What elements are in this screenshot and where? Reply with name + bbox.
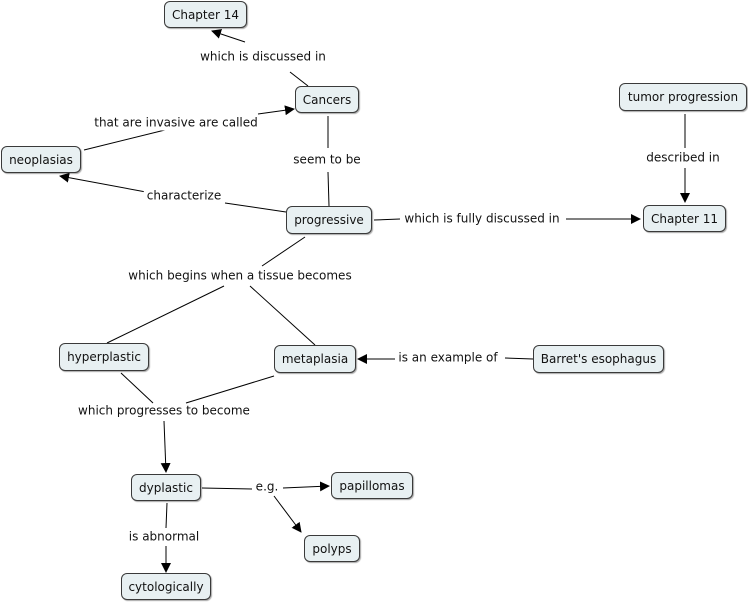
edge-seem-progressive xyxy=(327,171,330,207)
link-which-progresses-to-become: which progresses to become xyxy=(75,403,253,419)
concept-chapter-14[interactable]: Chapter 14 xyxy=(164,1,247,28)
link-that-are-invasive-are-called: that are invasive are called xyxy=(91,115,261,131)
edge-metaplasia-progresses xyxy=(185,375,275,404)
edge-to-papillomas xyxy=(282,481,330,492)
link-which-begins-when-a-tissue-becomes: which begins when a tissue becomes xyxy=(125,268,355,284)
edge-to-chapter14 xyxy=(211,29,246,43)
link-eg: e.g. xyxy=(252,479,282,495)
edge-to-cancers xyxy=(257,105,295,116)
edge-begins-hyperplastic xyxy=(106,285,225,344)
concept-tumor-progression[interactable]: tumor progression xyxy=(619,83,747,111)
concept-dyplastic[interactable]: dyplastic xyxy=(131,474,201,501)
concept-papillomas[interactable]: papillomas xyxy=(331,472,413,499)
edge-hyperplastic-progresses xyxy=(120,372,154,404)
concept-neoplasias[interactable]: neoplasias xyxy=(1,146,81,173)
edge-progressive-fully xyxy=(373,218,401,221)
edge-to-dyplastic xyxy=(160,420,171,473)
edge-to-polyps xyxy=(273,495,302,533)
link-which-is-fully-discussed-in: which is fully discussed in xyxy=(401,211,563,227)
link-seem-to-be: seem to be xyxy=(290,152,364,168)
edge-progressive-begins xyxy=(261,236,306,267)
link-which-is-discussed-in: which is discussed in xyxy=(197,49,329,65)
edge-dyplastic-abnormal xyxy=(165,502,168,529)
edge-dyplastic-eg xyxy=(201,487,253,490)
edge-barrets-link xyxy=(504,357,534,360)
edge-to-neoplasias xyxy=(59,172,147,193)
concept-hyperplastic[interactable]: hyperplastic xyxy=(59,343,149,371)
link-is-abnormal: is abnormal xyxy=(125,529,203,545)
concept-cancers[interactable]: Cancers xyxy=(295,86,359,113)
edge-neoplasias-link xyxy=(83,129,166,151)
edge-begins-metaplasia xyxy=(249,285,316,346)
link-is-an-example-of: is an example of xyxy=(395,350,501,366)
concept-barrets-esophagus[interactable]: Barret's esophagus xyxy=(533,345,664,373)
concept-chapter-11[interactable]: Chapter 11 xyxy=(643,205,726,232)
link-characterize: characterize xyxy=(143,188,225,204)
concept-progressive[interactable]: progressive xyxy=(286,206,372,234)
concept-cytologically[interactable]: cytologically xyxy=(121,573,211,600)
link-described-in: described in xyxy=(643,150,723,166)
concept-polyps[interactable]: polyps xyxy=(304,535,360,562)
concept-metaplasia[interactable]: metaplasia xyxy=(274,345,356,373)
edge-cancers-link xyxy=(289,71,309,87)
edge-progressive-characterize xyxy=(224,202,287,213)
